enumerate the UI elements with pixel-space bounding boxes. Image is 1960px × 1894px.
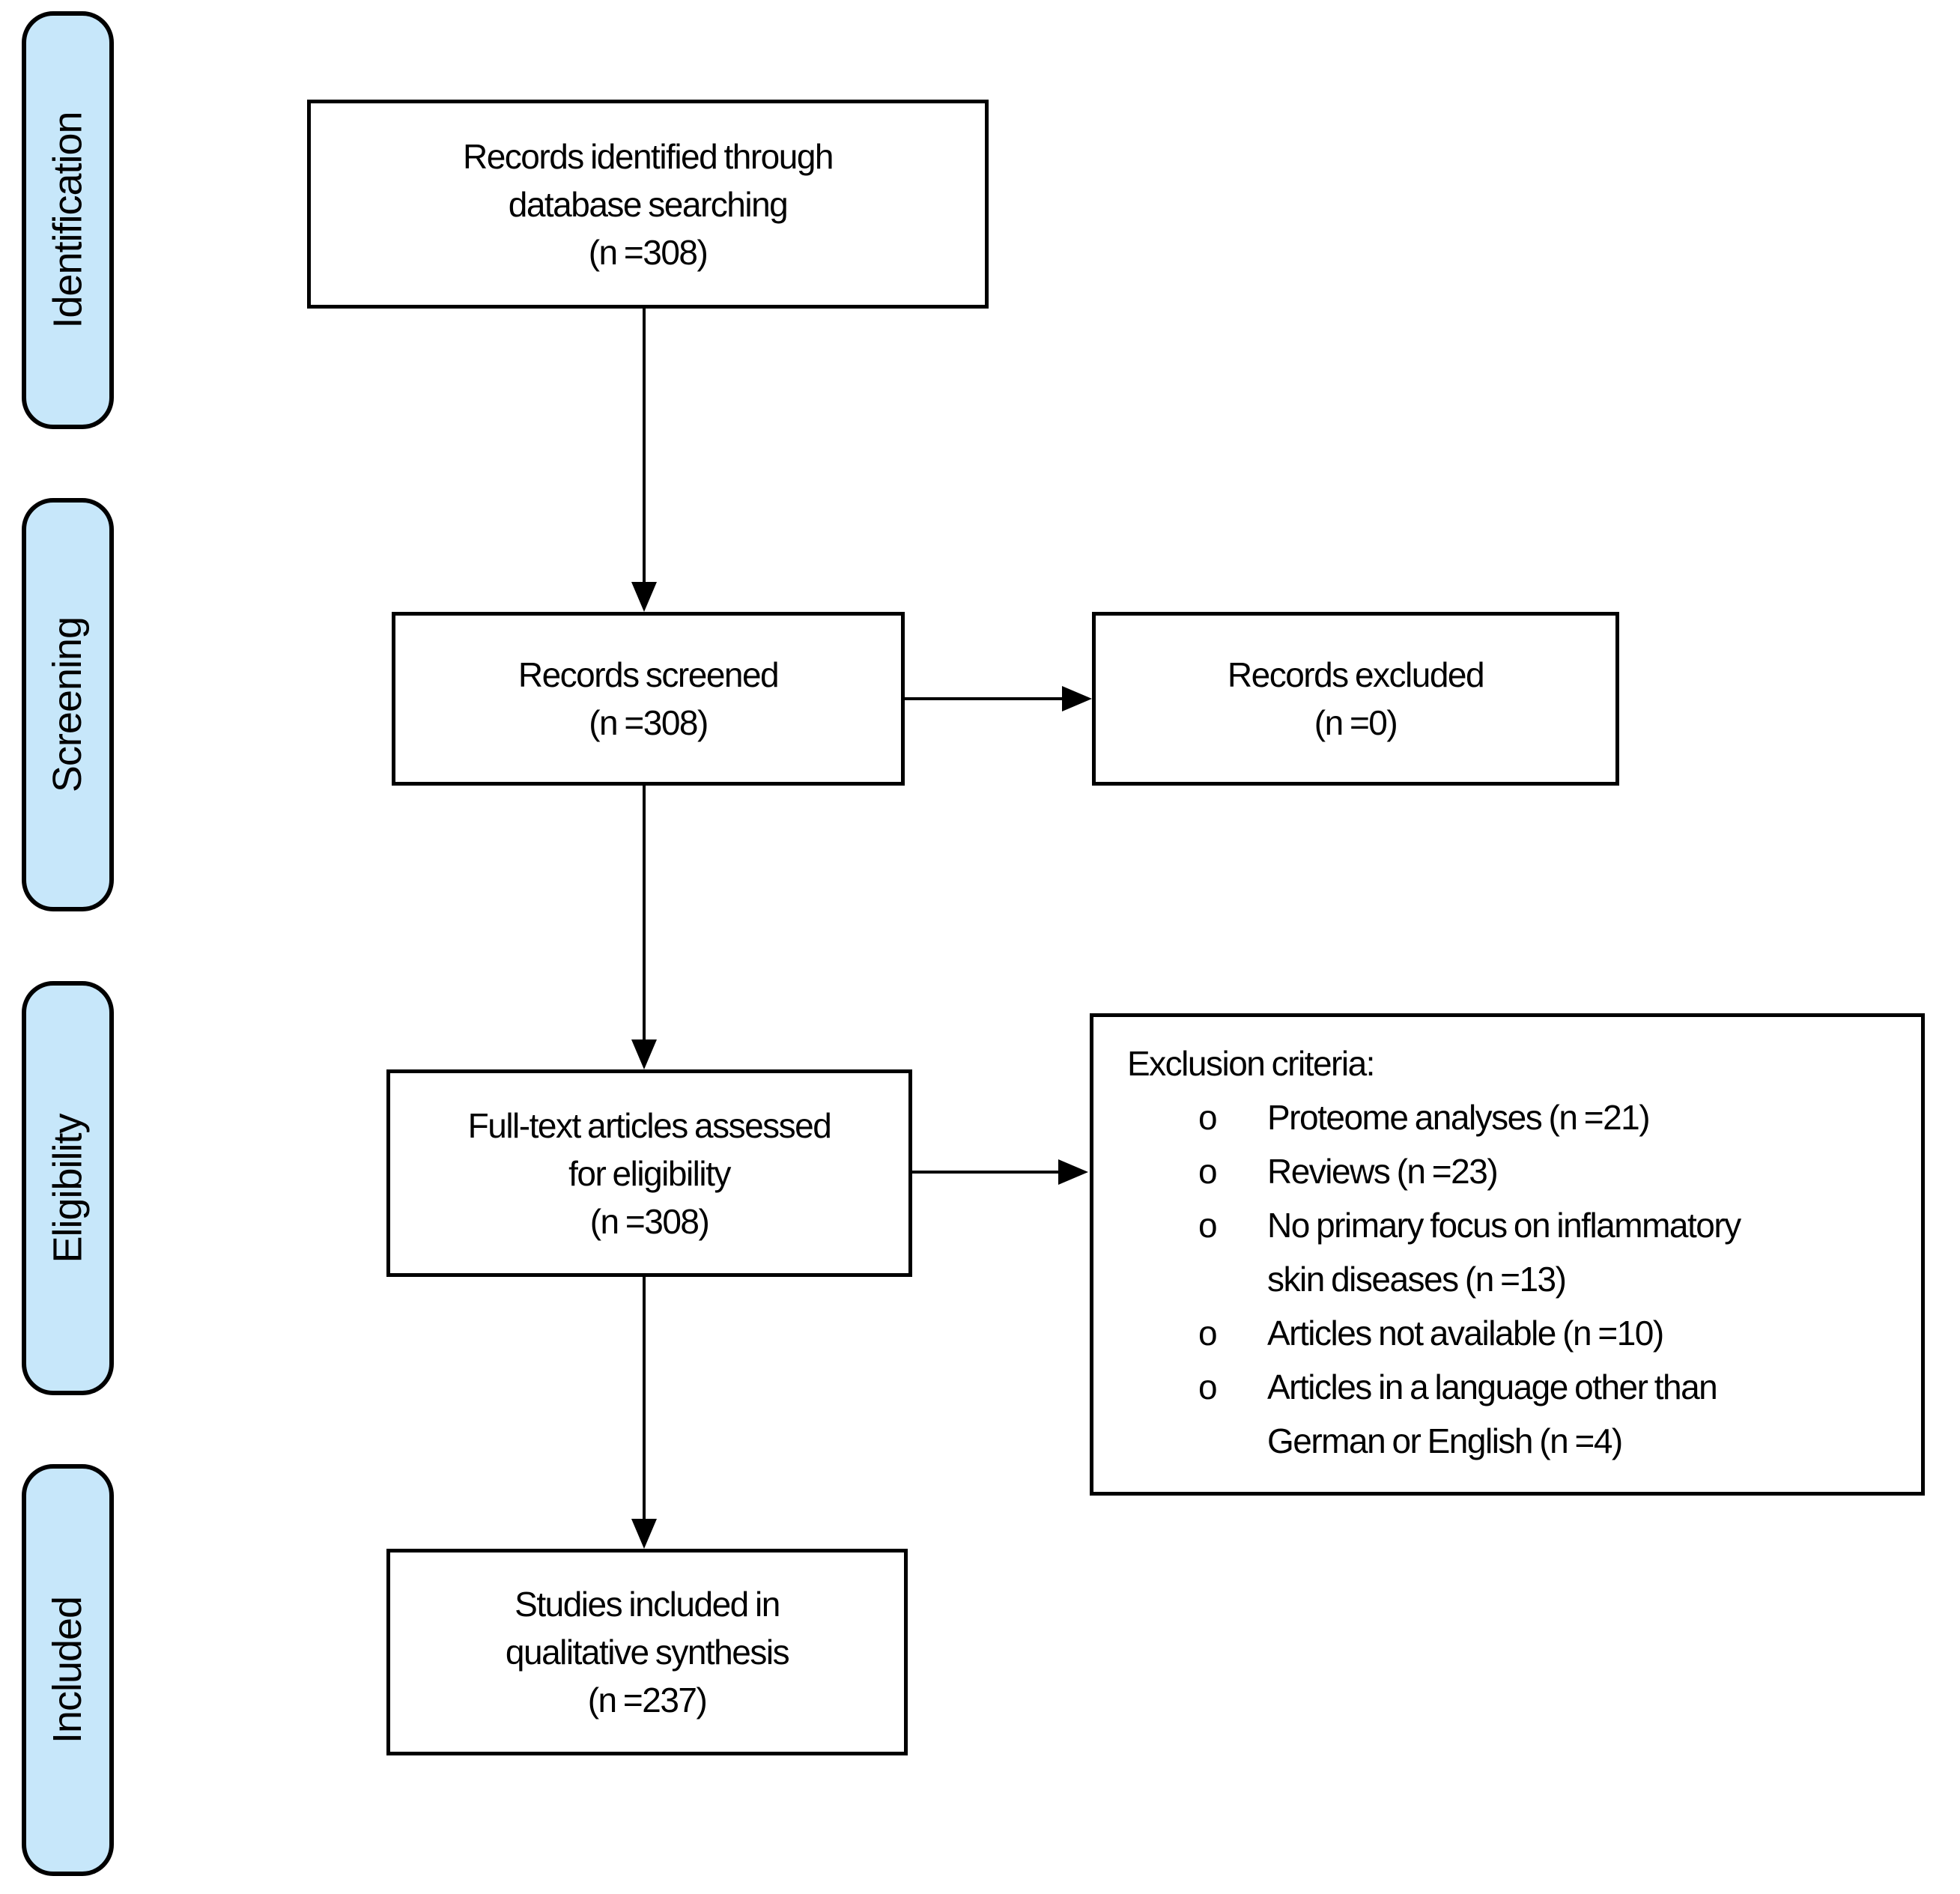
flow-box-line: (n =308) <box>589 703 709 742</box>
arrow-line <box>912 1171 1058 1174</box>
exclusion-item-proteome: o Proteome analyses (n =21) <box>1198 1090 1908 1144</box>
flow-box-line: qualitative synthesis <box>505 1633 790 1672</box>
exclusion-item-line: skin diseases (n =13) <box>1267 1260 1567 1299</box>
flow-box-line: Records screened <box>518 655 780 694</box>
flow-box-records-screened: Records screened (n =308) <box>392 612 905 786</box>
exclusion-item-line: Reviews (n =23) <box>1267 1152 1499 1191</box>
arrow-head-down-icon <box>631 582 657 612</box>
exclusion-item-line: Articles not available (n =10) <box>1267 1314 1664 1353</box>
exclusion-item-line: Proteome analyses (n =21) <box>1267 1098 1651 1137</box>
exclusion-item-reviews: o Reviews (n =23) <box>1198 1144 1908 1198</box>
flow-box-line: Records excluded <box>1227 655 1485 694</box>
flow-box-line: (n =0) <box>1314 703 1398 742</box>
arrow-line <box>643 786 646 1039</box>
flow-box-line: (n =308) <box>589 1201 710 1241</box>
stage-label-screening: Screening <box>22 498 114 911</box>
arrow-head-down-icon <box>631 1519 657 1549</box>
flow-box-line: (n =237) <box>587 1681 708 1720</box>
stage-label-included: Included <box>22 1464 114 1876</box>
arrow-line <box>643 309 646 582</box>
flow-box-studies-included: Studies included in qualitative synthesi… <box>386 1549 908 1755</box>
flow-box-fulltext-assessed: Full-text articles assessed for eligibil… <box>386 1069 912 1277</box>
arrow-head-down-icon <box>631 1039 657 1069</box>
flow-box-line: database searching <box>508 184 789 224</box>
flow-box-line: Studies included in <box>515 1585 780 1624</box>
stage-label-text: Identification <box>45 112 91 329</box>
stage-label-eligibility: Eligibility <box>22 981 114 1395</box>
exclusion-item-other-language: o Articles in a language other than Germ… <box>1198 1360 1908 1468</box>
flow-box-line: Records identified through <box>463 136 834 176</box>
arrow-line <box>643 1277 646 1519</box>
arrow-line <box>905 697 1062 700</box>
flow-box-records-excluded: Records excluded (n =0) <box>1092 612 1619 786</box>
exclusion-item-line: German or English (n =4) <box>1267 1421 1623 1460</box>
bullet-marker: o <box>1198 1098 1218 1137</box>
exclusion-item-line: Articles in a language other than <box>1267 1368 1718 1406</box>
flow-box-line: for eligibility <box>568 1153 731 1193</box>
bullet-marker: o <box>1198 1206 1218 1245</box>
exclusion-criteria-title: Exclusion criteria: <box>1127 1044 1375 1083</box>
stage-label-text: Included <box>45 1596 91 1744</box>
bullet-marker: o <box>1198 1314 1218 1353</box>
stage-label-identification: Identification <box>22 11 114 429</box>
flow-box-line: Full-text articles assessed <box>467 1105 832 1145</box>
exclusion-item-not-available: o Articles not available (n =10) <box>1198 1306 1908 1360</box>
exclusion-item-no-primary-focus: o No primary focus on inflammatory skin … <box>1198 1198 1908 1306</box>
arrow-head-right-icon <box>1058 1159 1088 1185</box>
flow-box-line: (n =308) <box>588 232 709 272</box>
stage-label-text: Eligibility <box>45 1113 91 1263</box>
bullet-marker: o <box>1198 1368 1218 1406</box>
stage-label-text: Screening <box>45 616 91 793</box>
flow-box-exclusion-criteria: Exclusion criteria: o Proteome analyses … <box>1090 1013 1925 1496</box>
flow-box-records-identified: Records identified through database sear… <box>307 100 989 309</box>
arrow-head-right-icon <box>1062 686 1092 711</box>
exclusion-item-line: No primary focus on inflammatory <box>1267 1206 1741 1245</box>
bullet-marker: o <box>1198 1152 1218 1191</box>
